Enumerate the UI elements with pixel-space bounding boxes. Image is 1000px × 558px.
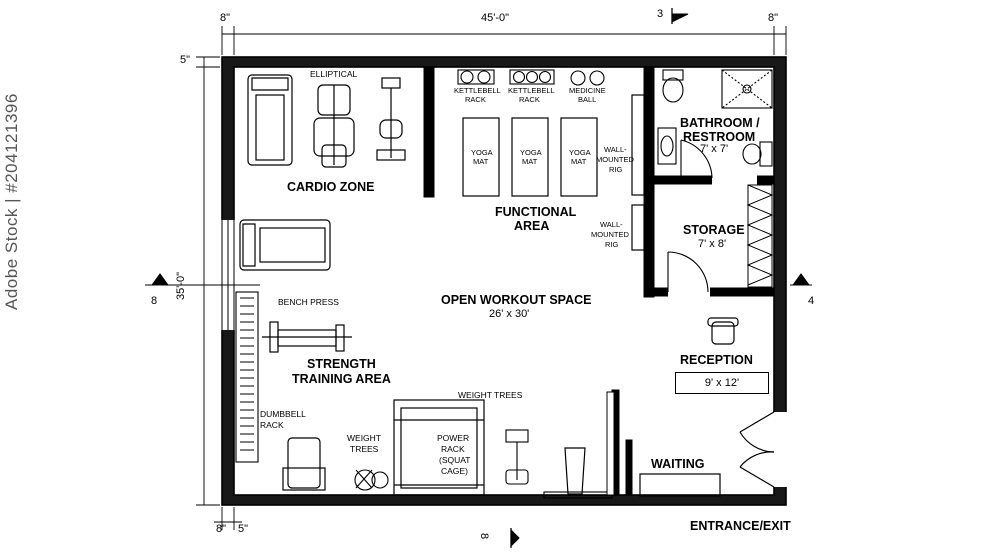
label-yoga-1b: MAT xyxy=(473,157,489,166)
label-medicine-a: MEDICINE xyxy=(569,86,606,95)
label-weight-trees-a: WEIGHT xyxy=(347,433,381,443)
label-kettlebell-2a: KETTLEBELL xyxy=(508,86,555,95)
section-number-right: 4 xyxy=(808,295,815,307)
label-rig-1b: MOUNTED xyxy=(596,155,634,164)
shower xyxy=(721,69,773,109)
label-yoga-1a: YOGA xyxy=(471,148,493,157)
label-rig-2a: WALL- xyxy=(600,220,623,229)
wall-fill xyxy=(221,56,787,506)
label-yoga-3a: YOGA xyxy=(569,148,591,157)
second-toilet xyxy=(742,141,773,167)
dim-bottom-left-b: 5" xyxy=(238,523,249,535)
zone-open-workout: OPEN WORKOUT SPACE xyxy=(441,293,592,307)
entrance-door xyxy=(739,411,775,488)
zone-strength-line2: TRAINING AREA xyxy=(292,372,391,386)
section-marker-bottom xyxy=(510,528,520,548)
storage-door xyxy=(667,251,709,293)
label-weight-trees-b: TREES xyxy=(350,444,379,454)
dim-bottom-left-a: 8" xyxy=(216,523,227,535)
dim-top-right: 8" xyxy=(768,12,779,24)
label-rig-2b: MOUNTED xyxy=(591,230,629,239)
yoga-mat-1 xyxy=(462,117,500,197)
dim-top-total: 45'-0" xyxy=(481,12,510,24)
label-weight-trees-top: WEIGHT TREES xyxy=(458,390,523,400)
bath-storage-partition xyxy=(643,66,655,298)
treadmill-1 xyxy=(247,74,293,166)
kettlebell-rack-1 xyxy=(457,69,495,85)
zone-functional-line2: AREA xyxy=(514,219,550,233)
label-rig-2c: RIG xyxy=(605,240,619,249)
zone-strength-line1: STRENGTH xyxy=(307,357,376,371)
treadmill-2 xyxy=(239,219,331,271)
label-power-rack-b: RACK xyxy=(441,444,465,454)
zone-waiting: WAITING xyxy=(651,457,705,471)
zone-open-workout-size: 26' x 30' xyxy=(489,308,530,320)
zone-cardio: CARDIO ZONE xyxy=(287,180,375,194)
label-yoga-2a: YOGA xyxy=(520,148,542,157)
zone-entrance: ENTRANCE/EXIT xyxy=(690,519,791,533)
dumbbell-rack xyxy=(235,291,259,463)
label-dumbbell-b: RACK xyxy=(260,420,284,430)
sink xyxy=(657,127,677,165)
label-bench-press: BENCH PRESS xyxy=(278,297,339,307)
zone-bathroom-line2: RESTROOM xyxy=(683,130,756,144)
stationary-bike xyxy=(376,77,406,161)
yoga-mat-2 xyxy=(511,117,549,197)
label-rig-1a: WALL- xyxy=(604,145,627,154)
section-marker-left xyxy=(145,273,260,286)
label-power-rack-c: (SQUAT xyxy=(439,455,471,465)
zone-storage-size: 7' x 8' xyxy=(698,238,727,250)
section-number-left: 8 xyxy=(151,295,158,307)
zone-reception: RECEPTION xyxy=(680,353,753,367)
label-kettlebell-1b: RACK xyxy=(465,95,486,104)
zone-bathroom-size: 7' x 7' xyxy=(700,143,729,155)
zone-functional-line1: FUNCTIONAL xyxy=(495,205,577,219)
label-dumbbell-a: DUMBBELL xyxy=(260,409,306,419)
kettlebell-rack-2 xyxy=(509,69,555,85)
label-elliptical: ELLIPTICAL xyxy=(310,69,358,79)
toilet xyxy=(662,69,684,103)
waiting-bench xyxy=(639,473,721,497)
bench-press xyxy=(262,321,352,353)
left-window xyxy=(221,220,235,330)
label-power-rack-a: POWER xyxy=(437,433,470,443)
wall-mounted-rig-1 xyxy=(631,94,645,196)
section-number-bottom: 8 xyxy=(478,533,490,540)
cardio-partition xyxy=(423,66,435,198)
power-rack xyxy=(393,399,485,496)
weight-trees-left xyxy=(354,469,389,491)
leg-press xyxy=(282,437,326,491)
bathroom-door xyxy=(680,139,713,180)
label-kettlebell-1a: KETTLEBELL xyxy=(454,86,501,95)
label-yoga-3b: MAT xyxy=(571,157,587,166)
weight-bench-small xyxy=(505,429,529,485)
punching-bag xyxy=(564,447,586,495)
label-kettlebell-2b: RACK xyxy=(519,95,540,104)
watermark-text: Adobe Stock | #204121396 xyxy=(2,93,21,310)
yoga-mat-3 xyxy=(560,117,598,197)
section-number-top: 3 xyxy=(657,8,664,20)
label-rig-1c: RIG xyxy=(609,165,623,174)
section-marker-top xyxy=(671,8,689,24)
dim-left-total: 35'-0" xyxy=(175,271,187,300)
label-power-rack-d: CAGE) xyxy=(441,466,468,476)
section-marker-right xyxy=(790,273,812,286)
label-medicine-b: BALL xyxy=(578,95,597,104)
dim-top-left: 8" xyxy=(220,12,231,24)
storage-shelving xyxy=(746,184,774,288)
zone-storage: STORAGE xyxy=(683,223,745,237)
dimension-lines xyxy=(196,26,787,530)
label-yoga-2b: MAT xyxy=(522,157,538,166)
wall-mounted-rig-2 xyxy=(631,204,645,251)
medicine-balls xyxy=(570,70,605,86)
dim-left-top: 5" xyxy=(180,54,191,66)
elliptical-machine xyxy=(313,84,355,168)
zone-bathroom-line1: BATHROOM / xyxy=(680,116,760,130)
reception-size-box: 9' x 12' xyxy=(675,372,769,394)
reception-chair xyxy=(707,317,739,345)
